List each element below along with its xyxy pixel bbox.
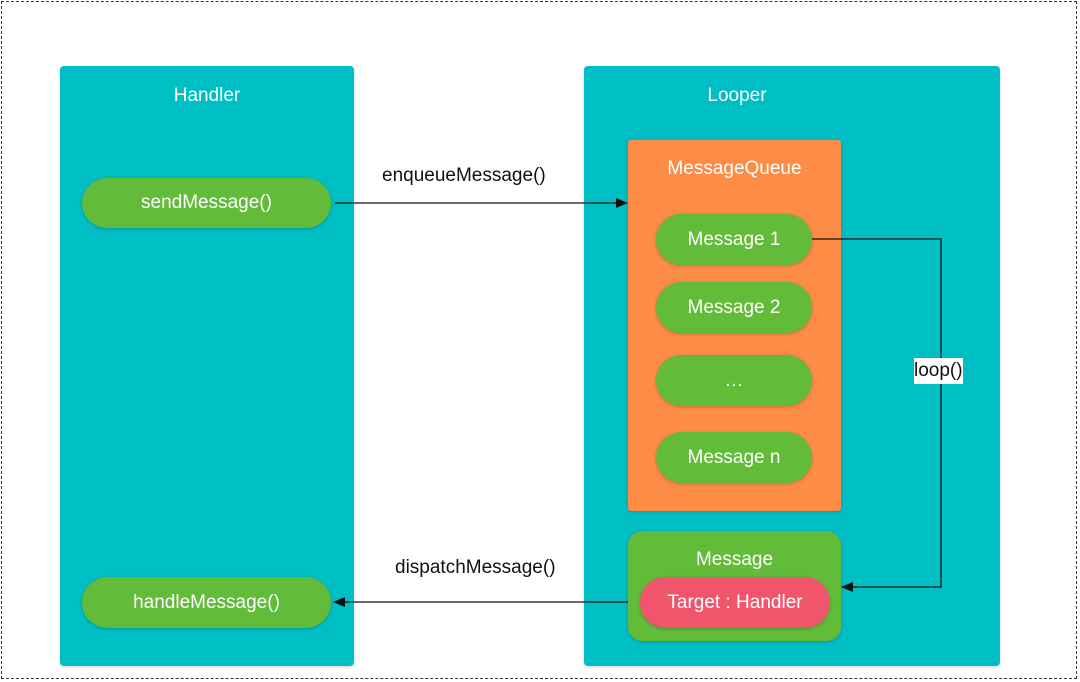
message-queue-title: MessageQueue bbox=[667, 158, 802, 179]
send-message-node: sendMessage() bbox=[82, 178, 331, 228]
enqueue-message-label: enqueueMessage() bbox=[382, 165, 546, 186]
dispatch-message-label: dispatchMessage() bbox=[395, 557, 556, 578]
queue-item-message-2: Message 2 bbox=[656, 282, 812, 333]
looper-title: Looper bbox=[707, 85, 767, 106]
handler-panel: Handler bbox=[60, 66, 354, 666]
queue-item-ellipsis: … bbox=[656, 355, 812, 406]
handler-title: Handler bbox=[173, 85, 241, 106]
loop-arrow bbox=[812, 238, 942, 592]
queue-item-message-1: Message 1 bbox=[656, 214, 812, 265]
current-message-title: Message bbox=[695, 549, 774, 570]
loop-label: loop() bbox=[914, 358, 963, 384]
handle-message-node: handleMessage() bbox=[82, 577, 331, 628]
message-target: Target : Handler bbox=[640, 577, 830, 628]
queue-item-message-n: Message n bbox=[656, 432, 812, 483]
